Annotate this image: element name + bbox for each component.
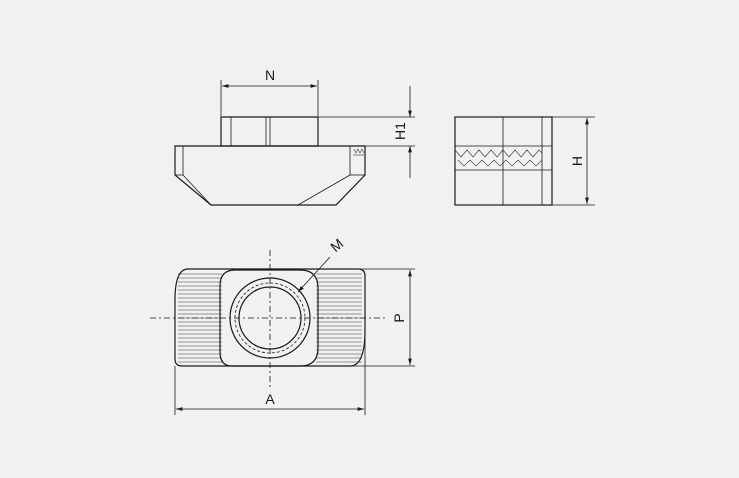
- dimension-label-p: P: [391, 313, 407, 322]
- dimension-label-m: M: [327, 235, 346, 255]
- dimension-label-h: H: [569, 156, 585, 166]
- dimension-label-h1: H1: [392, 122, 408, 140]
- dimension-label-a: A: [265, 391, 275, 407]
- front-view: [174, 80, 415, 206]
- top-view: [150, 250, 415, 415]
- side-view: [454, 116, 595, 206]
- dimension-label-n: N: [265, 67, 275, 83]
